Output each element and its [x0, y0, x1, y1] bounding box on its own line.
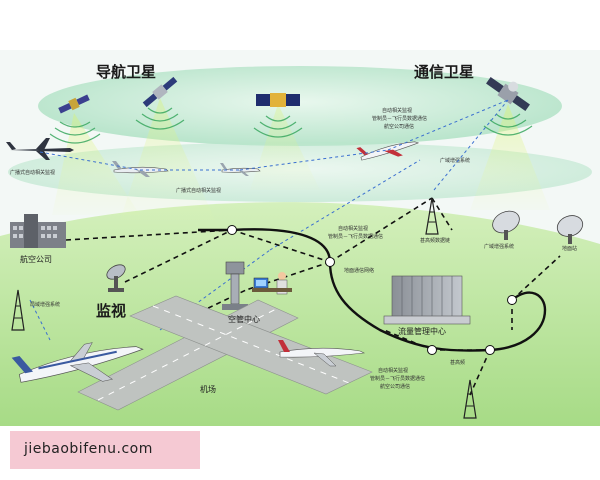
label-bottom-note-1: 自动相关监视	[378, 367, 408, 374]
label-surveillance: 监视	[96, 302, 126, 320]
ground-network-curve	[198, 228, 547, 352]
atc-center-icon	[222, 261, 248, 310]
label-bottom-note-3: 航空公司通信	[380, 383, 410, 390]
aircraft-fighter-icon	[6, 138, 74, 160]
nav-satellite-3-icon	[256, 93, 300, 107]
label-airport: 机场	[200, 384, 216, 394]
airline-building-icon	[10, 214, 66, 248]
sky-links	[29, 99, 509, 341]
label-adsb-ground: 广播式自动相关监视	[176, 187, 221, 194]
label-vhf-bottom: 甚高频	[450, 359, 465, 366]
radar-dish-surveillance-icon	[106, 264, 126, 292]
radar-dish-right-1-icon	[492, 210, 520, 240]
label-adsb-air: 广播式自动相关监视	[10, 169, 55, 176]
label-atc-center: 空管中心	[228, 314, 260, 324]
nav-satellite-1-icon	[58, 94, 90, 114]
label-center-note-1: 自动相关监视	[338, 225, 368, 232]
vhf-tower-top-icon	[425, 197, 439, 235]
aircraft-taxiing-icon	[278, 340, 366, 367]
watermark-banner: jiebaobifenu.com	[10, 431, 200, 469]
label-wide-area-right: 广域增强系统	[484, 243, 514, 250]
label-bottom-note-2: 管制员－飞行员数据通信	[370, 375, 425, 382]
title-communication-satellite: 通信卫星	[414, 63, 474, 81]
title-navigation-satellite: 导航卫星	[96, 63, 156, 81]
label-gbas-air: 广域增强系统	[440, 157, 470, 164]
aircraft-airliner-ground-icon	[11, 342, 144, 383]
flow-center-building-icon	[383, 275, 471, 325]
label-vhf-datalink: 甚高频数据链	[420, 237, 450, 244]
radar-dish-right-2-icon	[556, 215, 584, 244]
runway-cross	[77, 295, 373, 411]
label-ground-station: 地面站	[562, 245, 577, 252]
watermark-text: jiebaobifenu.com	[24, 441, 153, 457]
label-satcom-note-3: 航空公司通信	[384, 123, 414, 130]
label-center-note-2: 管制员－飞行员数据通信	[328, 233, 383, 240]
label-satcom-note-2: 管制员－飞行员数据通信	[372, 115, 427, 122]
nav-satellite-2-icon	[142, 76, 178, 108]
label-ground-network: 地面通信网络	[344, 267, 374, 274]
aircraft-airliner-sky-icon	[356, 141, 420, 161]
vhf-tower-left-icon	[11, 289, 25, 331]
satellite-beams	[49, 98, 550, 220]
label-local-aug: 局域增强系统	[30, 301, 60, 308]
label-flow-center: 流量管理中心	[398, 326, 446, 336]
label-airline: 航空公司	[20, 254, 52, 264]
network-nodes	[227, 225, 517, 355]
comm-satellite-icon	[486, 76, 530, 112]
vhf-tower-bottom-icon	[463, 379, 477, 419]
label-satcom-note-1: 自动相关监视	[382, 107, 412, 114]
atc-controller-icon	[252, 272, 292, 295]
